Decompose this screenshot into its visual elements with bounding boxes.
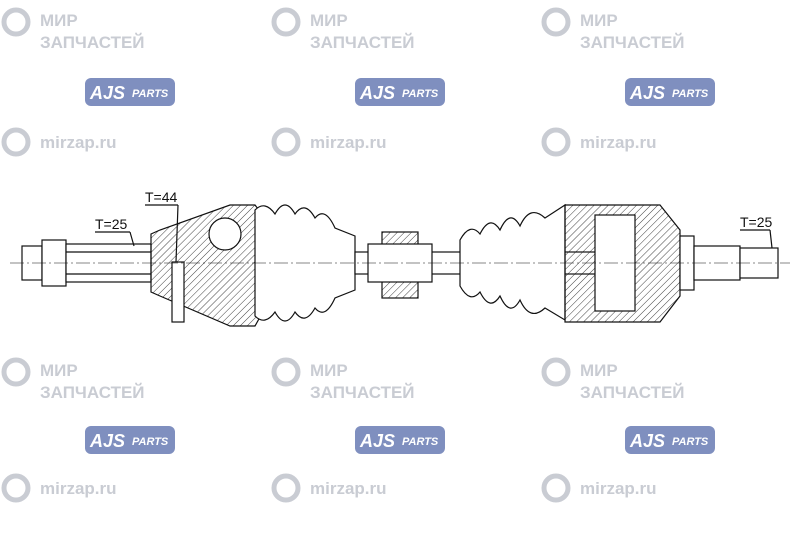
- watermark-zapchastey: ЗАПЧАСТЕЙ: [310, 383, 415, 402]
- watermark-site: mirzap.ru: [40, 479, 117, 498]
- watermark-zapchastey: ЗАПЧАСТЕЙ: [310, 33, 415, 52]
- mirzap-logo-icon: [271, 7, 301, 37]
- mirzap-logo-icon: [541, 357, 571, 387]
- watermark-ajs: AJS: [89, 83, 125, 103]
- watermark-mir: МИР: [310, 11, 348, 30]
- mirzap-logo-icon: [1, 357, 31, 387]
- watermark-ajs: AJS: [359, 83, 395, 103]
- damper-bottom: [381, 279, 419, 299]
- cv-ball: [208, 217, 242, 251]
- watermark-parts: PARTS: [672, 436, 709, 448]
- watermark-mir: МИР: [40, 11, 78, 30]
- ajs-logo-icon: [85, 426, 175, 454]
- watermark-site: mirzap.ru: [40, 133, 117, 152]
- ajs-logo-icon: [85, 78, 175, 106]
- abs-ring: [171, 261, 185, 323]
- watermark-site: mirzap.ru: [310, 479, 387, 498]
- watermark-site: mirzap.ru: [310, 133, 387, 152]
- watermark-parts: PARTS: [672, 88, 709, 100]
- ajs-logo-icon: [355, 78, 445, 106]
- watermark-ajs: AJS: [89, 431, 125, 451]
- mirzap-logo-icon: [271, 357, 301, 387]
- label-right-spline: T=25: [740, 214, 773, 230]
- mirzap-logo-icon: [271, 473, 301, 503]
- watermark-zapchastey: ЗАПЧАСТЕЙ: [580, 33, 685, 52]
- watermark-zapchastey: ЗАПЧАСТЕЙ: [580, 383, 685, 402]
- watermark-mir: МИР: [580, 361, 618, 380]
- outer-cv-housing: [150, 204, 266, 327]
- watermark-zapchastey: ЗАПЧАСТЕЙ: [40, 33, 145, 52]
- watermark-ajs: AJS: [359, 431, 395, 451]
- ajs-logo-icon: [625, 78, 715, 106]
- ajs-logo-icon: [355, 426, 445, 454]
- label-left-spline: T=25: [95, 216, 128, 232]
- mirzap-logo-icon: [541, 7, 571, 37]
- watermark-site: mirzap.ru: [580, 133, 657, 152]
- ajs-logo-icon: [625, 426, 715, 454]
- watermark-mir: МИР: [580, 11, 618, 30]
- label-abs-ring: T=44: [145, 189, 178, 205]
- watermark-zapchastey: ЗАПЧАСТЕЙ: [40, 383, 145, 402]
- watermark-parts: PARTS: [132, 436, 169, 448]
- watermark-mir: МИР: [310, 361, 348, 380]
- mirzap-logo-icon: [1, 473, 31, 503]
- watermark-parts: PARTS: [132, 88, 169, 100]
- mirzap-logo-icon: [541, 127, 571, 157]
- mirzap-logo-icon: [1, 7, 31, 37]
- watermark-site: mirzap.ru: [580, 479, 657, 498]
- watermark-ajs: AJS: [629, 83, 665, 103]
- watermark-layer: МИРЗАПЧАСТЕЙmirzap.ruМИРЗАПЧАСТЕЙmirzap.…: [1, 7, 715, 503]
- watermark-parts: PARTS: [402, 436, 439, 448]
- inner-boot: [459, 203, 566, 322]
- watermark-ajs: AJS: [629, 431, 665, 451]
- watermark-mir: МИР: [40, 361, 78, 380]
- mirzap-logo-icon: [541, 473, 571, 503]
- watermark-parts: PARTS: [402, 88, 439, 100]
- damper-body: [367, 243, 433, 283]
- mirzap-logo-icon: [1, 127, 31, 157]
- drive-shaft: T=25 T=44 T=25: [10, 189, 790, 327]
- mirzap-logo-icon: [271, 127, 301, 157]
